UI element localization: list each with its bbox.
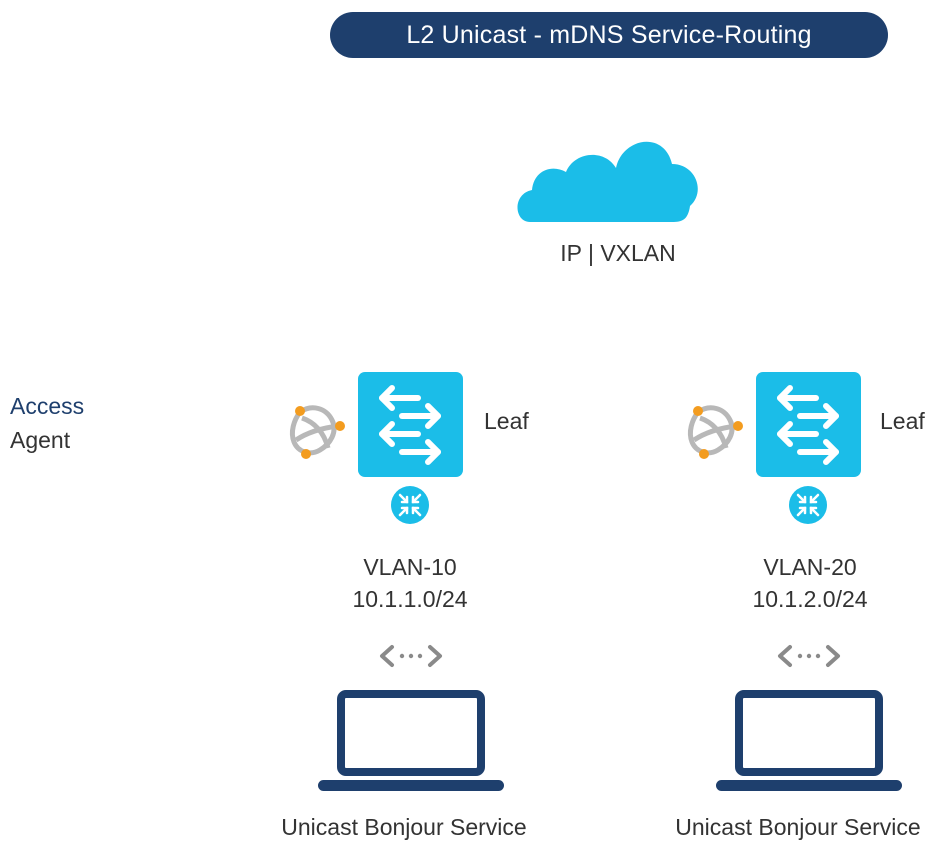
vlan-subnet: 10.1.2.0/24	[752, 586, 868, 612]
vlan-subnet: 10.1.1.0/24	[352, 586, 468, 612]
leaf-switch-icon	[358, 372, 463, 477]
agent-label: Agent	[10, 427, 71, 453]
service-label: Unicast Bonjour Service	[675, 814, 921, 840]
leaf-label: Leaf	[484, 408, 529, 434]
bidirectional-arrow-icon	[380, 645, 442, 667]
access-agent-icon	[289, 405, 345, 459]
service-routing-icon	[391, 486, 429, 524]
laptop-icon	[318, 690, 504, 791]
access-label: Access	[10, 393, 85, 419]
leaf-switch-icon	[756, 372, 861, 477]
cloud-icon	[517, 141, 698, 222]
vlan-name: VLAN-20	[763, 554, 857, 580]
vlan-name: VLAN-10	[363, 554, 457, 580]
cloud-label: IP | VXLAN	[560, 240, 676, 266]
leaf-label: Leaf	[880, 408, 925, 434]
service-routing-icon	[789, 486, 827, 524]
laptop-icon	[716, 690, 902, 791]
access-agent-icon	[687, 405, 743, 459]
diagram-title: L2 Unicast - mDNS Service-Routing	[330, 12, 888, 58]
bidirectional-arrow-icon	[778, 645, 840, 667]
service-label: Unicast Bonjour Service	[281, 814, 527, 840]
